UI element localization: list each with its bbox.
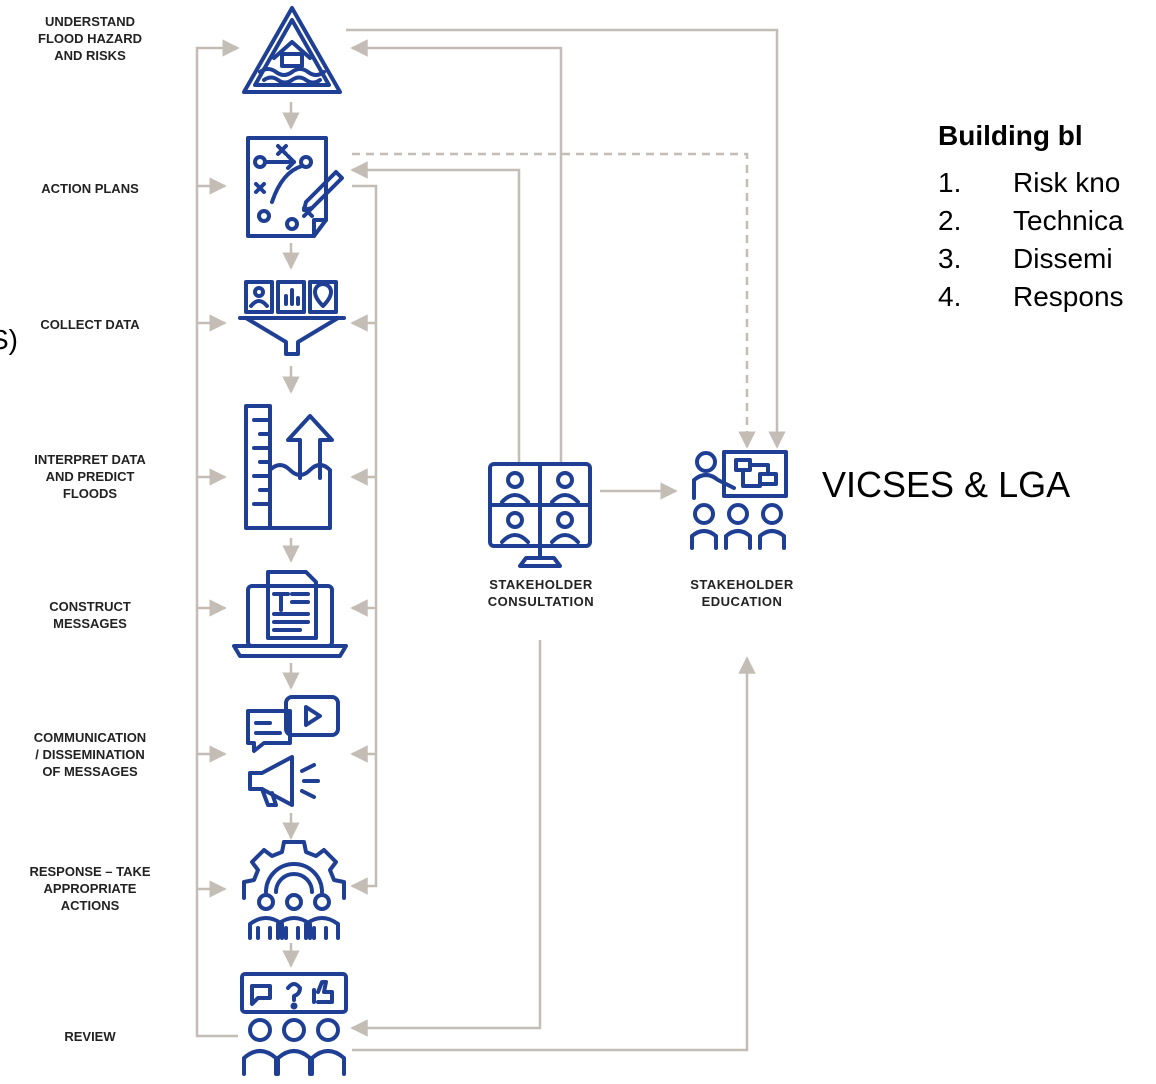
step-label-communication: COMMUNICATION / DISSEMINATION OF MESSAGE… bbox=[33, 730, 147, 779]
gear-team-icon bbox=[242, 840, 346, 940]
step-label-action-plans: ACTION PLANS bbox=[41, 181, 139, 196]
water-level-rise-icon bbox=[244, 404, 334, 530]
step-label-interpret: INTERPRET DATA AND PREDICT FLOODS bbox=[34, 452, 146, 501]
step-label-construct: CONSTRUCT MESSAGES bbox=[49, 599, 131, 631]
owner-label: VICSES & LGA bbox=[822, 464, 1071, 505]
left-text-fragment: S) bbox=[0, 324, 18, 355]
action-plan-icon bbox=[246, 136, 344, 238]
megaphone-video-icon bbox=[246, 695, 340, 807]
flood-hazard-icon bbox=[242, 6, 342, 94]
stakeholder-consultation-label: STAKEHOLDER CONSULTATION bbox=[487, 577, 595, 609]
stakeholder-education-label: STAKEHOLDER EDUCATION bbox=[690, 577, 794, 609]
video-meeting-icon bbox=[488, 462, 592, 568]
building-blocks-title: Building bl bbox=[938, 120, 1083, 151]
presentation-icon bbox=[690, 450, 788, 550]
list-item: 3.Dissemi bbox=[938, 243, 1113, 274]
feedback-group-icon bbox=[240, 972, 348, 1076]
list-item: 1.Risk kno bbox=[938, 167, 1121, 198]
step-label-collect-data: COLLECT DATA bbox=[40, 317, 140, 332]
step-label-understand: UNDERSTAND FLOOD HAZARD AND RISKS bbox=[38, 14, 142, 63]
building-blocks-list: 1.Risk kno 2.Technica 3.Dissemi 4.Respon… bbox=[938, 164, 1124, 316]
list-item: 2.Technica bbox=[938, 205, 1124, 236]
list-item: 4.Respons bbox=[938, 281, 1124, 312]
step-label-review: REVIEW bbox=[64, 1029, 116, 1044]
document-laptop-icon bbox=[232, 570, 348, 658]
step-label-response: RESPONSE – TAKE APPROPRIATE ACTIONS bbox=[29, 864, 151, 913]
data-funnel-icon bbox=[238, 280, 346, 356]
